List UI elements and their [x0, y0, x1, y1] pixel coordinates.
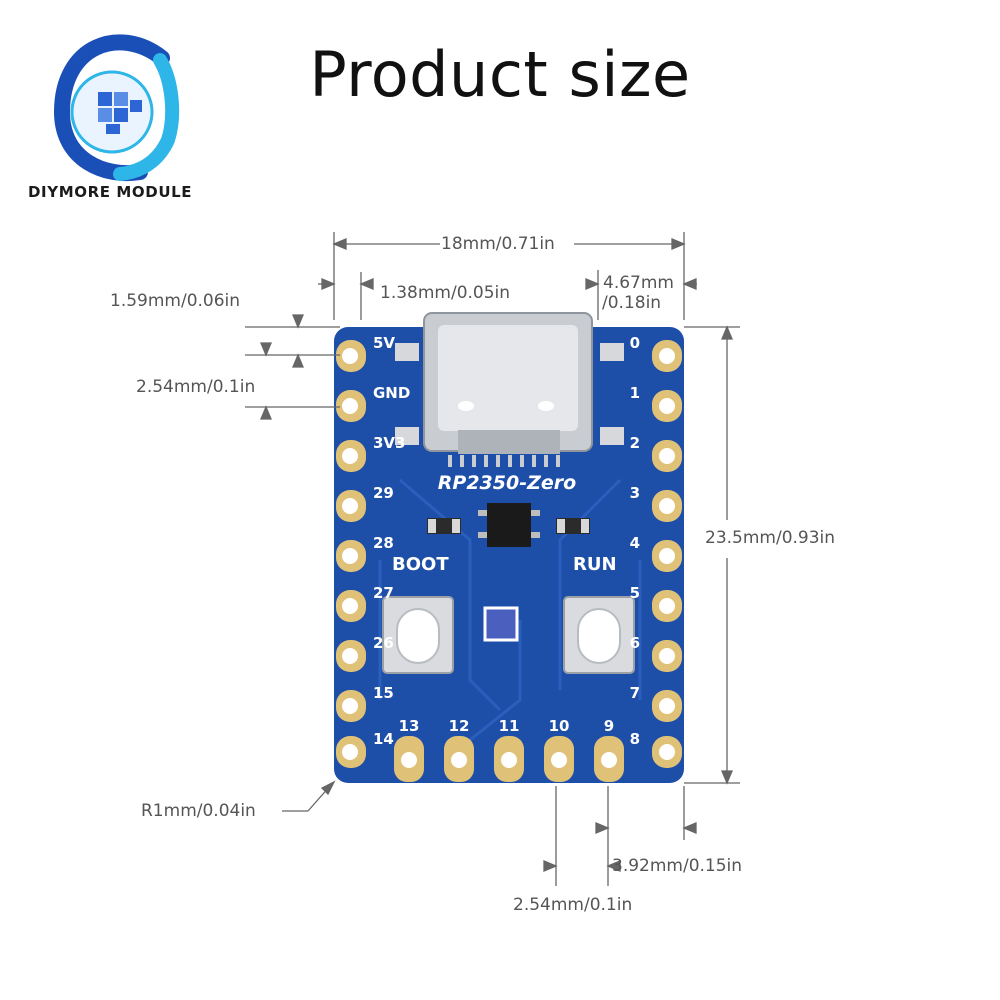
dim-usb-offset: 1.38mm/0.05in: [380, 283, 511, 303]
pcb-traces: [378, 478, 642, 742]
pin-pad-right: [652, 490, 682, 522]
pin-label-left: 3V3: [373, 434, 405, 452]
pin-label-bottom: 13: [399, 717, 420, 735]
pin-pads: [336, 340, 682, 782]
pin-pad-right: [652, 390, 682, 422]
dimension-lines: [245, 232, 740, 886]
pin-pad-left: [336, 590, 366, 622]
pin-label-right: 2: [630, 434, 640, 452]
pin-pad-left: [336, 340, 366, 372]
pin-pad-right: [652, 640, 682, 672]
pin-pad-left: [336, 540, 366, 572]
pin-pad-right: [652, 340, 682, 372]
pin-pad-left: [336, 440, 366, 472]
pin-label-right: 8: [630, 730, 640, 748]
dim-pin-pitch-left: 2.54mm/0.1in: [136, 377, 256, 397]
pin-pad-bottom: [594, 736, 624, 782]
pin-label-right: 3: [630, 484, 640, 502]
pin-label-bottom: 10: [549, 717, 570, 735]
brand-name: DIYMORE MODULE: [28, 183, 193, 201]
pin-label-bottom: 9: [604, 717, 614, 735]
pin-pad-left: [336, 640, 366, 672]
run-button: [563, 596, 635, 674]
pin-label-left: GND: [373, 384, 410, 402]
pin-pad-bottom: [444, 736, 474, 782]
dim-width: 18mm/0.71in: [441, 234, 555, 254]
dim-right-offset-mm: 4.67mm: [603, 273, 674, 293]
pin-pad-bottom: [544, 736, 574, 782]
dim-right-edge-pin: 3.92mm/0.15in: [612, 856, 743, 876]
boot-label: BOOT: [392, 554, 449, 575]
rgb-led: [483, 606, 519, 642]
pin-pad-bottom: [494, 736, 524, 782]
board-name: RP2350-Zero: [438, 472, 576, 494]
pin-pad-right: [652, 540, 682, 572]
pin-label-right: 6: [630, 634, 640, 652]
pin-label-left: 15: [373, 684, 394, 702]
usb-c-connector: [395, 312, 624, 454]
pin-pad-right: [652, 440, 682, 472]
dim-height: 23.5mm/0.93in: [705, 528, 836, 548]
pin-label-right: 0: [630, 334, 640, 352]
pin-label-left: 14: [373, 730, 394, 748]
pin-pad-left: [336, 690, 366, 722]
page-title: Product size: [309, 38, 691, 111]
pin-label-right: 7: [630, 684, 640, 702]
run-label: RUN: [573, 554, 617, 575]
pin-pad-right: [652, 590, 682, 622]
pin-label-left: 28: [373, 534, 394, 552]
dim-right-offset-in: /0.18in: [602, 293, 662, 313]
pin-label-right: 1: [630, 384, 640, 402]
pin-pad-bottom: [394, 736, 424, 782]
pin-label-left: 27: [373, 584, 394, 602]
dim-edge-to-pin: 1.59mm/0.06in: [110, 291, 241, 311]
pin-pad-right: [652, 690, 682, 722]
pin-pad-left: [336, 390, 366, 422]
pin-pad-left: [336, 736, 366, 768]
pin-label-right: 4: [630, 534, 640, 552]
pin-label-left: 26: [373, 634, 394, 652]
pin-label-bottom: 11: [499, 717, 520, 735]
pin-label-left: 29: [373, 484, 394, 502]
pin-label-bottom: 12: [449, 717, 470, 735]
dim-corner-radius: R1mm/0.04in: [141, 801, 256, 821]
pin-pad-right: [652, 736, 682, 768]
boot-button: [382, 596, 454, 674]
smd-components: [427, 503, 590, 642]
usb-contacts: [448, 455, 560, 467]
pin-label-left: 5V: [373, 334, 395, 352]
pin-label-right: 5: [630, 584, 640, 602]
dim-pin-pitch-bottom: 2.54mm/0.1in: [513, 895, 633, 915]
pin-pad-left: [336, 490, 366, 522]
